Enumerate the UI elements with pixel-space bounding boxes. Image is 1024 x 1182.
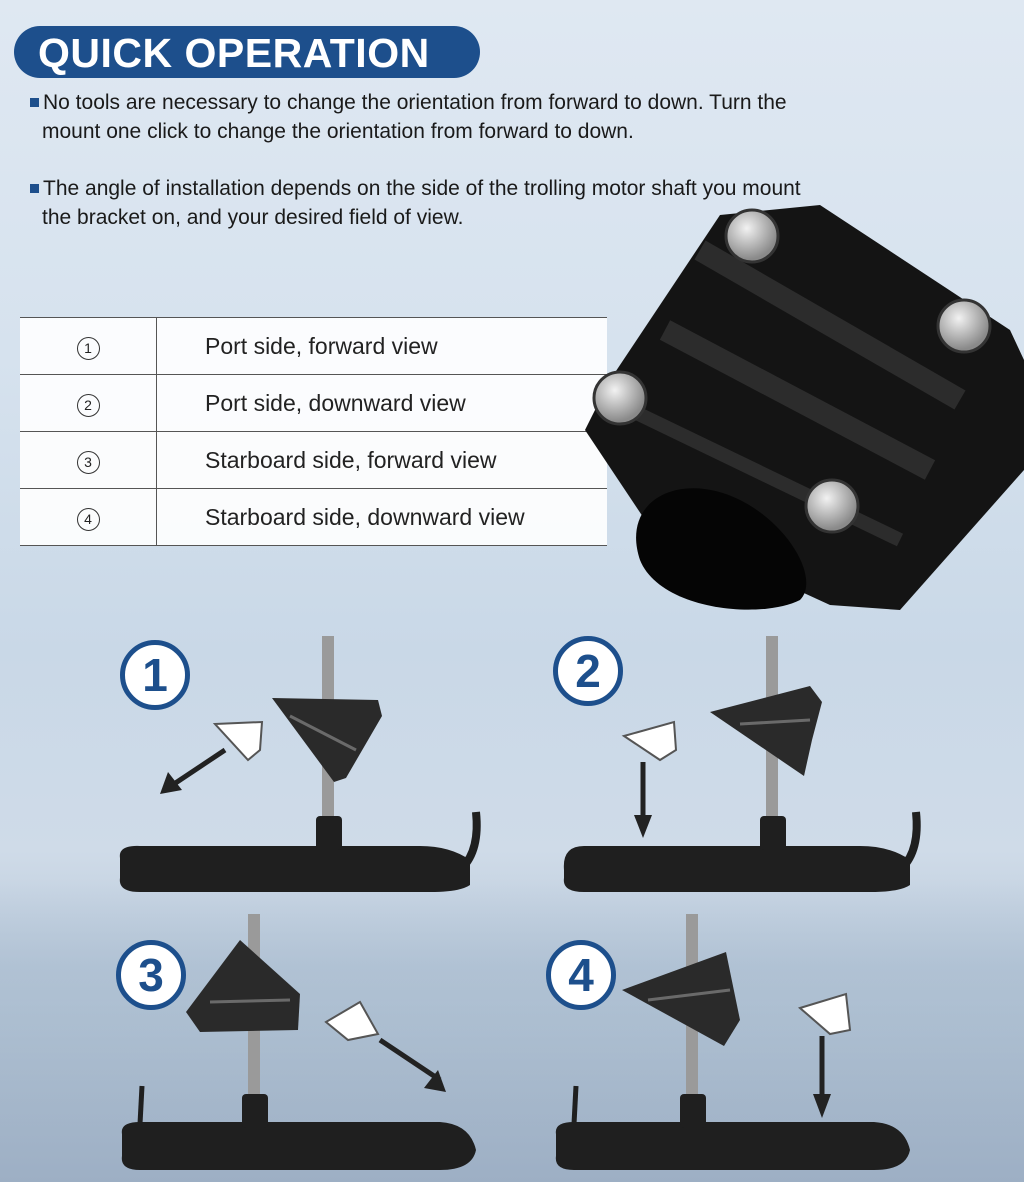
bullet-item: The angle of installation depends on the… — [30, 174, 910, 232]
option-label: Port side, forward view — [156, 317, 607, 375]
diagram-badge-1: 1 — [120, 640, 190, 710]
bullet-text: mount one click to change the orientatio… — [42, 120, 634, 143]
diagram-badge-4: 4 — [546, 940, 616, 1010]
table-row: 4 Starboard side, downward view — [20, 488, 607, 546]
option-label: Starboard side, downward view — [156, 488, 607, 546]
option-number: 1 — [76, 336, 100, 360]
diagram-badge-2: 2 — [553, 636, 623, 706]
bullet-text: The angle of installation depends on the… — [43, 177, 801, 200]
bullet-text: No tools are necessary to change the ori… — [43, 91, 787, 114]
diagram-4 — [555, 914, 910, 1170]
option-number: 3 — [76, 450, 100, 474]
page-title: QUICK OPERATION — [38, 30, 430, 76]
option-number: 2 — [76, 393, 100, 417]
bullet-square-icon — [30, 98, 39, 107]
option-label: Starboard side, forward view — [156, 431, 607, 489]
bullet-square-icon — [30, 184, 39, 193]
diagram-badge-3: 3 — [116, 940, 186, 1010]
option-number: 4 — [76, 507, 100, 531]
bullet-text: the bracket on, and your desired field o… — [42, 206, 464, 229]
table-row: 1 Port side, forward view — [20, 317, 607, 375]
bullet-item: No tools are necessary to change the ori… — [30, 88, 910, 146]
options-table: 1 Port side, forward view 2 Port side, d… — [20, 317, 607, 546]
diagram-2 — [563, 636, 921, 892]
diagram-1 — [119, 636, 481, 892]
title-banner: QUICK OPERATION — [14, 26, 480, 78]
diagram-3 — [121, 914, 477, 1170]
